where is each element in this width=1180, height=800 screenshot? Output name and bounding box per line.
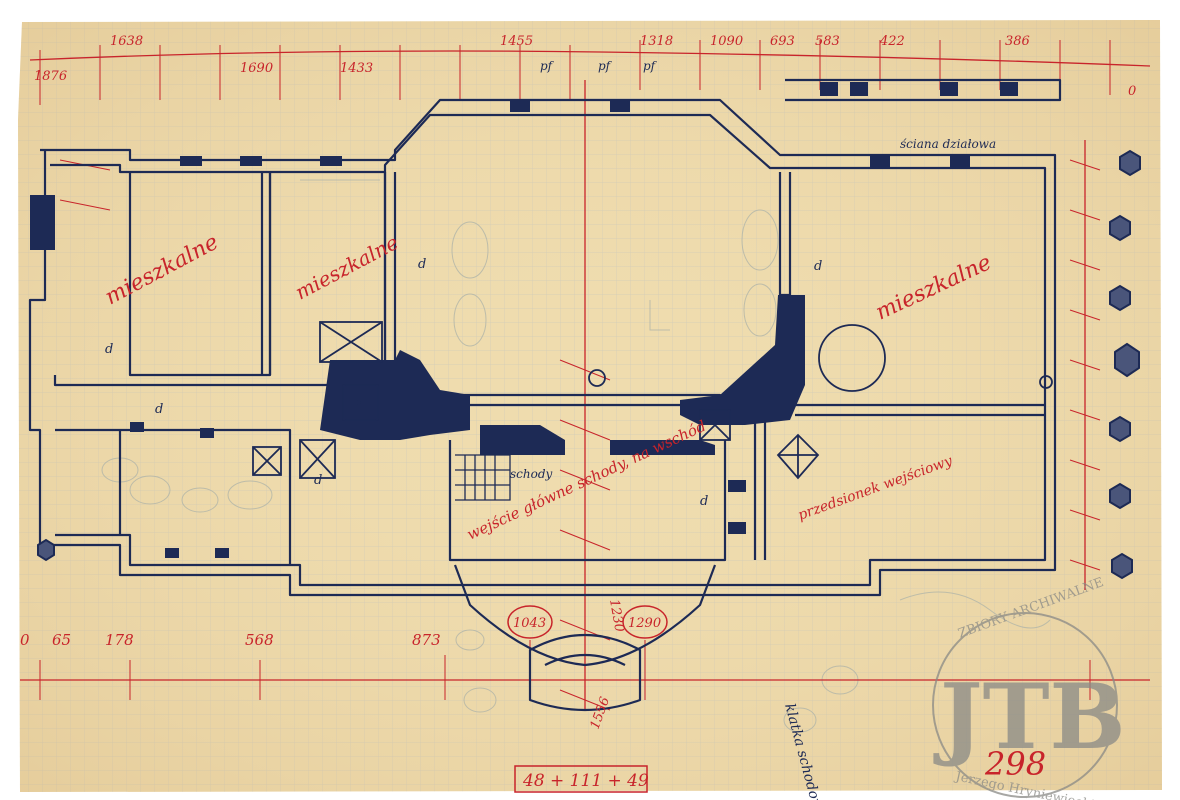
pencil-sketch (101, 159, 1051, 733)
circled-number: 1043 (513, 616, 546, 631)
pf-label: pf (540, 59, 555, 73)
dimension-label: 386 (1005, 34, 1030, 49)
pf-label: pf (643, 59, 658, 73)
note-partition: ściana działowa (900, 137, 996, 151)
dimension-lines (20, 40, 1151, 711)
dimension-label: 0 (20, 631, 30, 649)
dimension-label: 1638 (110, 34, 143, 49)
dimension-label: 1433 (340, 61, 373, 76)
dimension-label: 422 (879, 34, 905, 49)
note-stairs: schody (510, 467, 553, 481)
circled-number: 1290 (628, 616, 661, 631)
door-label: d (155, 402, 163, 417)
bottom-formula-box: 48 + 111 + 49 (514, 765, 649, 793)
bottom-dimension-labels: 0 65 178 568 873 (20, 631, 441, 649)
dimension-label: 0 (1128, 84, 1136, 99)
dimension-label: 1690 (240, 61, 273, 76)
door-labels: d d d d d d pf pf pf (105, 59, 822, 509)
dimension-label: 1455 (500, 34, 533, 49)
stairs (455, 454, 511, 501)
door-label: d (314, 473, 322, 488)
floor-plan (28, 78, 1062, 712)
door-label: d (105, 342, 113, 357)
door-label: d (814, 259, 822, 274)
dimension-label: 1230 (606, 598, 627, 633)
dimension-label: 1876 (34, 69, 67, 84)
door-label: d (418, 257, 426, 272)
dimension-label: 65 (52, 631, 71, 649)
dimension-label: 693 (770, 34, 795, 49)
dimension-label: 873 (412, 631, 441, 649)
formula-text: 48 + 111 + 49 (522, 771, 649, 791)
dimension-label: 1318 (640, 34, 673, 49)
door-label: d (700, 494, 708, 509)
x-boxes (252, 321, 1053, 480)
columns (37, 149, 1141, 580)
dimension-label: 1090 (710, 34, 743, 49)
pf-label: pf (598, 59, 613, 73)
stamp-monogram: JTB (933, 664, 1126, 770)
dimension-label: 568 (245, 631, 274, 649)
dimension-label: 178 (105, 631, 134, 649)
top-dimension-labels: 1876 1638 1690 1433 1455 1318 1090 583 6… (34, 34, 1136, 99)
dimension-label: 583 (815, 34, 840, 49)
wall-masses (30, 82, 1018, 558)
catalog-number: 298 (984, 745, 1046, 783)
